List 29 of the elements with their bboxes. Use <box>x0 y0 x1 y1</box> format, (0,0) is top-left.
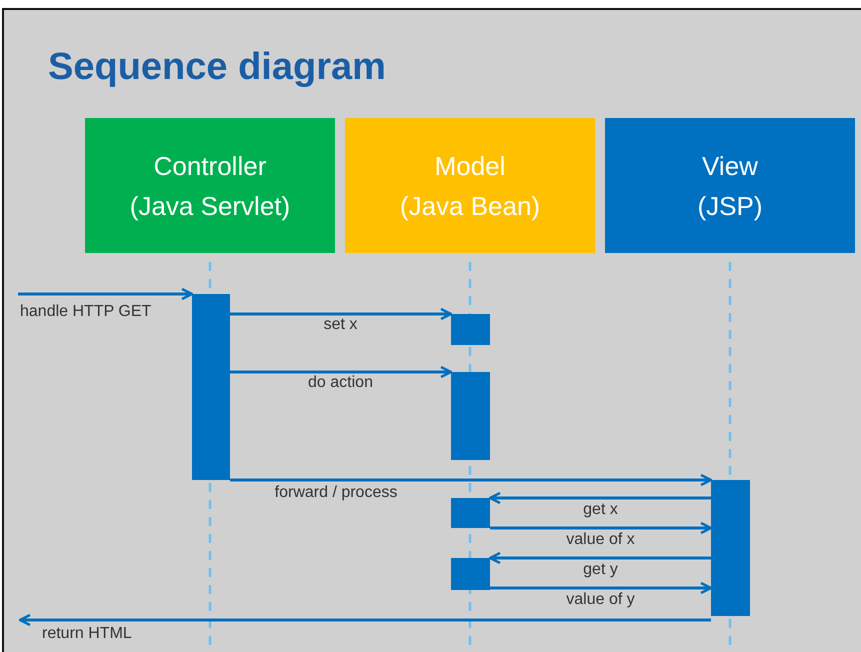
message-arrow <box>230 366 452 378</box>
message-arrow <box>488 552 711 564</box>
participant-name: View <box>702 150 758 182</box>
message-label: get x <box>581 501 620 519</box>
message-arrow <box>18 614 711 626</box>
participant-type: (JSP) <box>698 190 762 222</box>
message-arrow <box>18 288 194 300</box>
activation-bar <box>451 314 490 345</box>
message-label: forward / process <box>272 484 400 502</box>
message-arrow <box>230 308 452 320</box>
participant-type: (Java Bean) <box>400 190 540 222</box>
activation-bar <box>451 498 490 528</box>
activation-bar <box>192 294 230 480</box>
message-arrow <box>490 582 712 594</box>
activation-bar <box>451 372 490 460</box>
message-arrow <box>230 474 712 486</box>
slide-title: Sequence diagram <box>48 46 386 89</box>
participant-box <box>85 118 335 253</box>
message-label: value of y <box>564 591 637 609</box>
message-label: get y <box>581 561 620 579</box>
activation-bar <box>711 480 750 616</box>
message-arrow <box>488 492 711 504</box>
activation-bar <box>451 558 490 590</box>
participant-name: Model <box>434 150 506 182</box>
participant-box <box>345 118 595 253</box>
participant-name: Controller <box>154 150 266 182</box>
message-arrow <box>490 522 712 534</box>
participant-box <box>605 118 855 253</box>
participant-type: (Java Servlet) <box>130 190 290 222</box>
